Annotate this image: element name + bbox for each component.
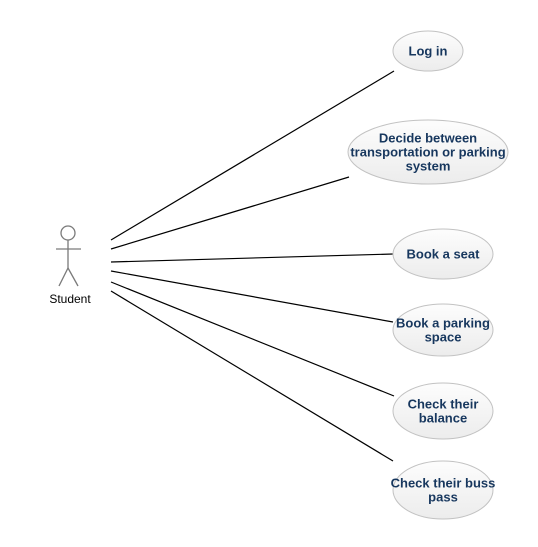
use-case-ellipse (392, 460, 494, 520)
association-line-decide-system (110, 176, 350, 250)
association-line-book-parking (110, 270, 394, 323)
use-case-label-line: space (425, 330, 462, 345)
actor-student[interactable]: Student (49, 225, 91, 306)
association-line-log-in (110, 70, 395, 241)
use-case-ellipse (392, 382, 494, 440)
use-case-label-line: transportation or parking (350, 145, 505, 160)
use-case-label: Book a seat (407, 247, 481, 262)
use-case-label-line: Log in (409, 44, 448, 59)
use-case-ellipse (347, 119, 509, 185)
association-line-check-buss-pass (110, 290, 394, 462)
use-case-label-line: Check their buss (391, 476, 496, 491)
use-case-label-line: Book a seat (407, 247, 481, 262)
association-line-check-balance (110, 281, 395, 397)
use-case-label-line: Check their (408, 397, 479, 412)
use-case-label: Log in (409, 44, 448, 59)
association-line-book-seat (110, 253, 394, 263)
use-case-book-seat[interactable]: Book a seat (392, 228, 494, 280)
use-case-ellipse (392, 303, 494, 357)
use-case-label-line: Decide between (379, 131, 477, 146)
stick-figure-icon (56, 225, 81, 287)
association-lines (110, 70, 395, 462)
use-case-label-line: Book a parking (396, 316, 490, 331)
use-case-label-line: pass (428, 490, 458, 505)
use-case-log-in[interactable]: Log in (392, 30, 464, 72)
use-case-label-line: system (406, 159, 451, 174)
use-case-ellipse (392, 228, 494, 280)
actor-label: Student (49, 292, 91, 306)
use-case-ellipse (392, 30, 464, 72)
use-case-label-line: balance (419, 411, 467, 426)
